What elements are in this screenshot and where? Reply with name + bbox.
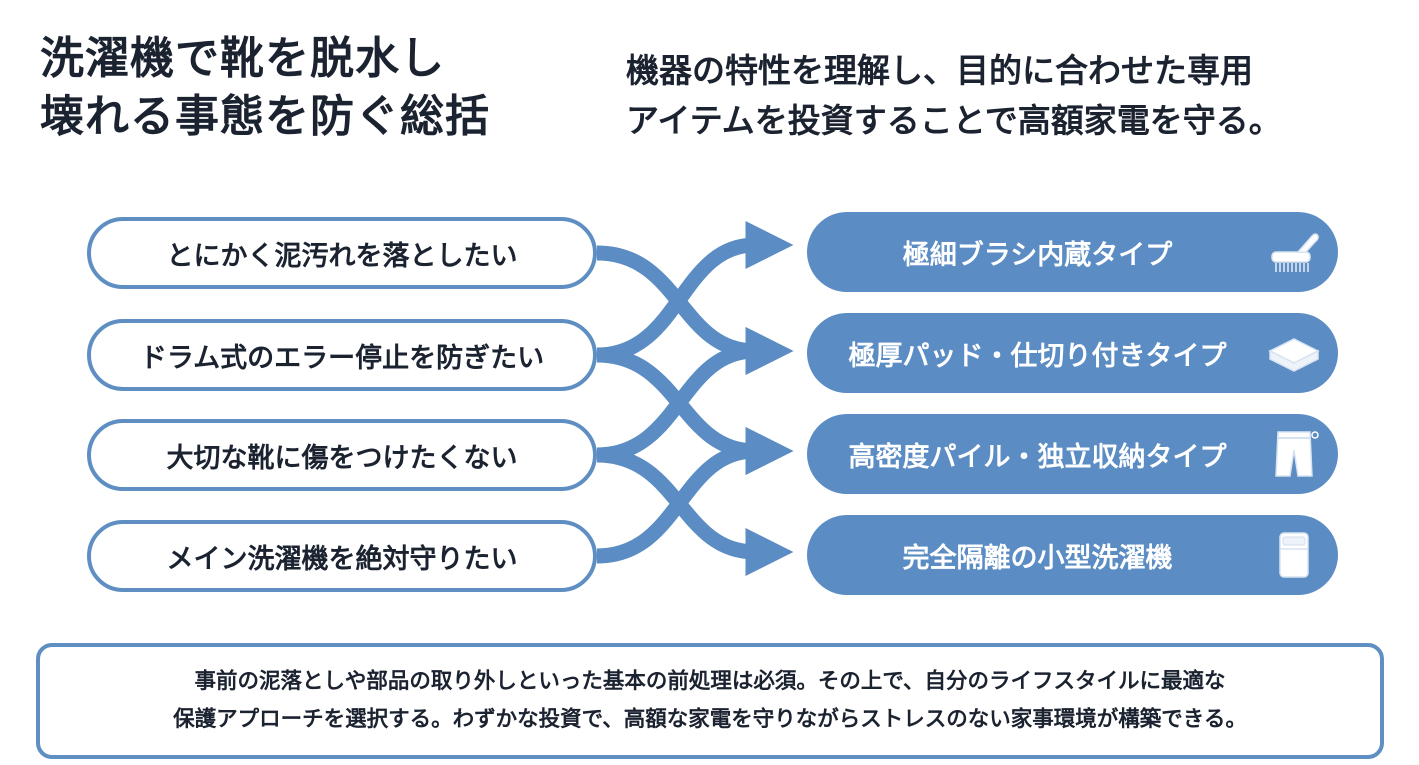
arrow-need4-to-solution3 [596, 427, 794, 564]
title-line-2: 壊れる事態を防ぐ総括 [40, 91, 490, 142]
summary-line-1: 事前の泥落としや部品の取り外しといった基本の前処理は必須。その上で、自分のライフ… [194, 669, 1226, 694]
page-title: 洗濯機で靴を脱水し 壊れる事態を防ぐ総括 [40, 30, 490, 146]
solution-pill: 完全隔離の小型洗濯機 [807, 515, 1338, 595]
need-label: 大切な靴に傷をつけたくない [166, 442, 518, 474]
summary-box: 事前の泥落としや部品の取り外しといった基本の前処理は必須。その上で、自分のライフ… [36, 643, 1384, 759]
title-line-1: 洗濯機で靴を脱水し [40, 33, 445, 84]
need-pill: ドラム式のエラー停止を防ぎたい [87, 319, 597, 391]
pad-icon [1268, 338, 1320, 372]
solution-pill: 極細ブラシ内蔵タイプ [807, 212, 1338, 292]
need-label: とにかく泥汚れを落としたい [166, 240, 518, 272]
solution-label: 極細ブラシ内蔵タイプ [902, 239, 1173, 271]
solution-label: 完全隔離の小型洗濯機 [902, 542, 1173, 574]
brush-icon [1271, 233, 1319, 272]
solution-pill: 高密度パイル・独立収納タイプ [807, 414, 1338, 494]
need-pill: とにかく泥汚れを落としたい [87, 217, 597, 289]
need-label: ドラム式のエラー停止を防ぎたい [139, 342, 545, 374]
need-label: メイン洗濯機を絶対守りたい [166, 543, 518, 575]
need-pill: メイン洗濯機を絶対守りたい [87, 520, 597, 592]
summary-line-2: 保護アプローチを選択する。わずかな投資で、高額な家電を守りながらストレスのない家… [173, 707, 1247, 732]
arrow-need3-to-solution2 [596, 327, 794, 463]
pouch-icon [1275, 431, 1319, 477]
subtitle-line-1: 機器の特性を理解し、目的に合わせた専用 [626, 51, 1253, 90]
need-pill: 大切な靴に傷をつけたくない [87, 419, 597, 491]
solution-label: 高密度パイル・独立収納タイプ [848, 441, 1227, 473]
subtitle-line-2: アイテムを投資することで高額家電を守る。 [626, 101, 1282, 140]
page-subtitle: 機器の特性を理解し、目的に合わせた専用 アイテムを投資することで高額家電を守る。 [626, 46, 1282, 146]
mini-washer-icon [1279, 532, 1309, 578]
solution-pill: 極厚パッド・仕切り付きタイプ [807, 313, 1338, 393]
solution-label: 極厚パッド・仕切り付きタイプ [848, 340, 1227, 372]
arrow-need2-to-solution1 [596, 221, 794, 363]
